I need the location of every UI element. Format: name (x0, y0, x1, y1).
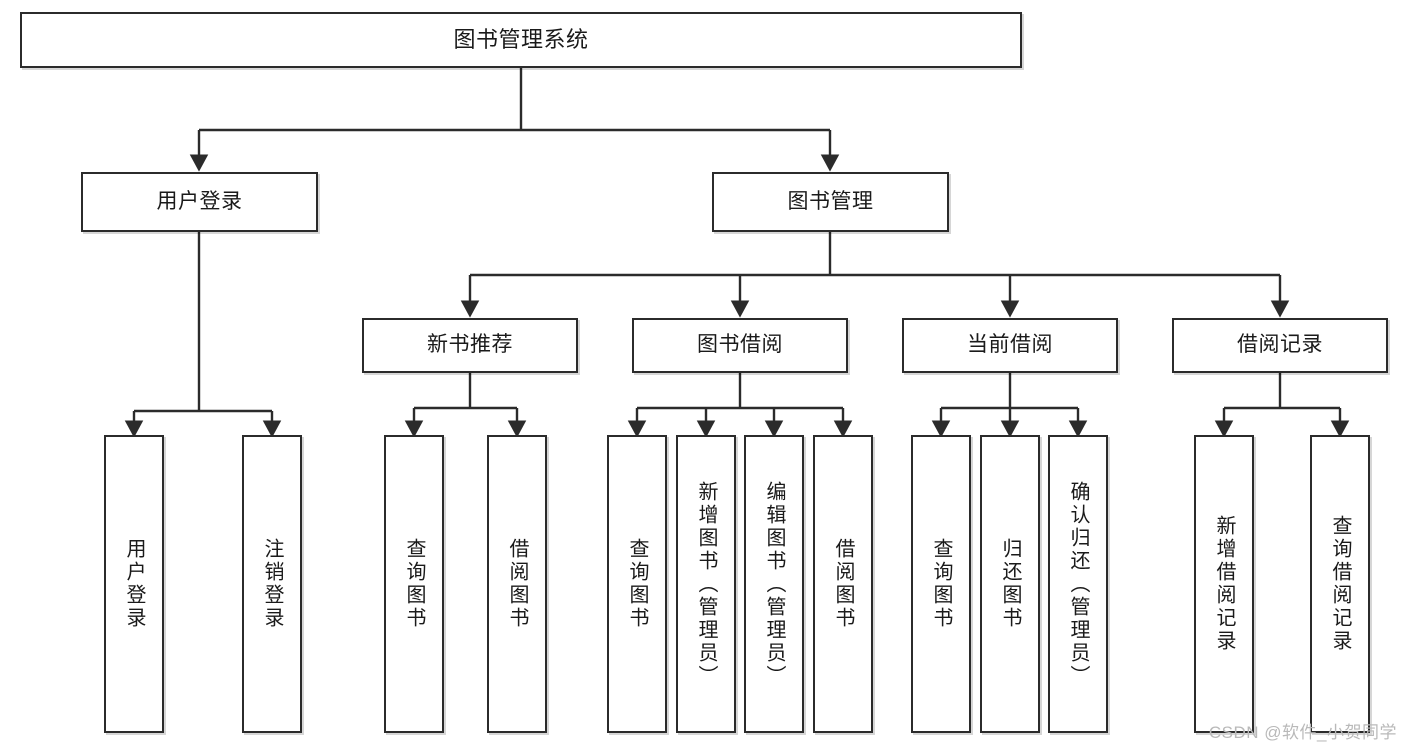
leaf-borrow-add-book-admin[interactable]: 新增图书（管理员） (676, 435, 736, 733)
node-label: 当前借阅 (967, 333, 1053, 357)
node-current-borrow[interactable]: 当前借阅 (902, 318, 1118, 373)
node-label: 借阅图书 (832, 538, 854, 630)
node-label: 注销登录 (261, 538, 283, 630)
node-label: 新书推荐 (427, 333, 513, 357)
node-user-login[interactable]: 用户登录 (81, 172, 318, 232)
node-borrow-record[interactable]: 借阅记录 (1172, 318, 1388, 373)
node-label: 新增借阅记录 (1213, 515, 1235, 653)
node-label: 借阅图书 (506, 538, 528, 630)
node-book-management[interactable]: 图书管理 (712, 172, 949, 232)
leaf-current-confirm-return-admin[interactable]: 确认归还（管理员） (1048, 435, 1108, 733)
node-label: 确认归还（管理员） (1067, 480, 1089, 688)
node-label: 图书借阅 (697, 333, 783, 357)
node-book-borrow[interactable]: 图书借阅 (632, 318, 848, 373)
leaf-record-add-record[interactable]: 新增借阅记录 (1194, 435, 1254, 733)
node-label: 编辑图书（管理员） (763, 480, 785, 688)
leaf-current-return-book[interactable]: 归还图书 (980, 435, 1040, 733)
leaf-recommend-borrow-book[interactable]: 借阅图书 (487, 435, 547, 733)
node-label: 图书管理系统 (453, 27, 589, 53)
node-new-book-recommend[interactable]: 新书推荐 (362, 318, 578, 373)
watermark: CSDN @软件_小贺同学 (1208, 723, 1397, 742)
leaf-user-login-login[interactable]: 用户登录 (104, 435, 164, 733)
node-root-book-management-system[interactable]: 图书管理系统 (20, 12, 1022, 68)
node-label: 用户登录 (156, 189, 243, 213)
leaf-borrow-query-book[interactable]: 查询图书 (607, 435, 667, 733)
node-label: 借阅记录 (1237, 333, 1323, 357)
node-label: 查询图书 (626, 538, 648, 630)
leaf-current-query-book[interactable]: 查询图书 (911, 435, 971, 733)
node-label: 图书管理 (787, 189, 874, 213)
node-label: 查询图书 (403, 538, 425, 630)
leaf-borrow-borrow-book[interactable]: 借阅图书 (813, 435, 873, 733)
leaf-borrow-edit-book-admin[interactable]: 编辑图书（管理员） (744, 435, 804, 733)
leaf-record-query-record[interactable]: 查询借阅记录 (1310, 435, 1370, 733)
node-label: 查询借阅记录 (1329, 515, 1351, 653)
node-label: 新增图书（管理员） (695, 480, 717, 688)
node-label: 归还图书 (999, 538, 1021, 630)
node-label: 查询图书 (930, 538, 952, 630)
leaf-recommend-query-book[interactable]: 查询图书 (384, 435, 444, 733)
node-label: 用户登录 (123, 538, 145, 630)
leaf-user-login-logout[interactable]: 注销登录 (242, 435, 302, 733)
